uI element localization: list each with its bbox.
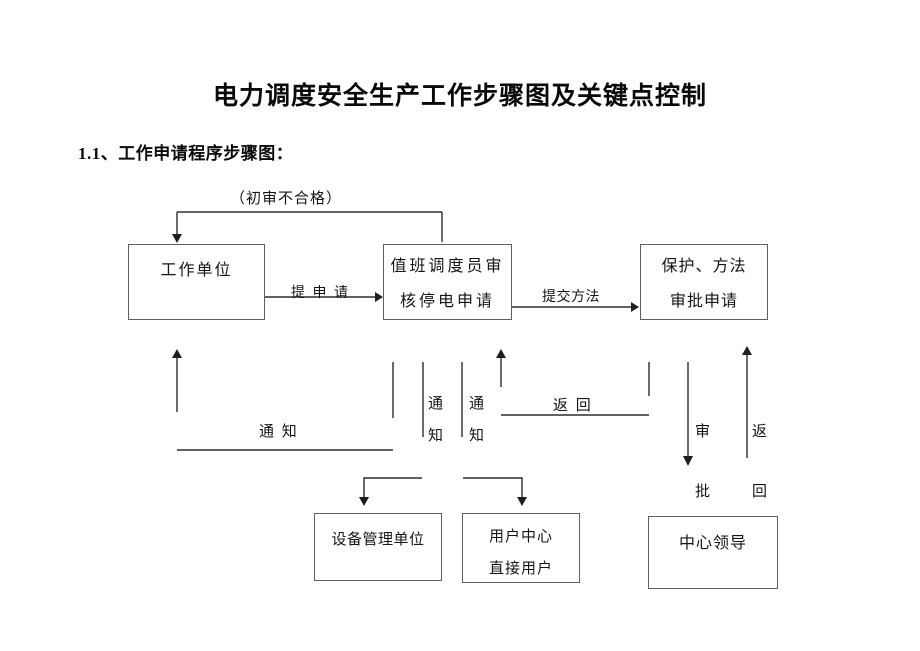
equipment-elbow-arrowhead <box>359 497 369 506</box>
node-protection-approval: 保护、方法 审批申请 <box>640 244 768 320</box>
node-protection-line2: 审批申请 <box>669 293 738 310</box>
node-equipment-unit: 设备管理单位 <box>314 513 442 581</box>
label-initial-review-fail: （初审不合格） <box>229 191 342 207</box>
label-submit-application: 提 申 请 <box>291 286 350 301</box>
label-approve-vertical: 审 批 <box>695 424 711 500</box>
node-work-unit: 工作单位 <box>128 244 265 320</box>
page-title: 电力调度安全生产工作步骤图及关键点控制 <box>212 82 707 110</box>
node-center-leader: 中心领导 <box>648 516 778 589</box>
node-dispatcher-line1: 值班调度员审 <box>390 258 505 275</box>
node-equipment-unit-label: 设备管理单位 <box>331 532 425 548</box>
label-notify-horizontal: 通 知 <box>259 424 299 440</box>
node-protection-line1: 保护、方法 <box>661 258 747 275</box>
feedback-arrowhead <box>172 234 182 243</box>
label-notify-vertical-2: 通 知 <box>469 396 485 444</box>
node-user-center-line2: 直接用户 <box>488 561 553 577</box>
label-return-vertical: 返 回 <box>752 424 768 500</box>
node-dispatcher: 值班调度员审 核停电申请 <box>383 244 512 320</box>
equipment-elbow-line <box>363 477 422 499</box>
section-heading: 1.1、工作申请程序步骤图： <box>78 144 294 163</box>
node-work-unit-label: 工作单位 <box>160 262 233 279</box>
label-submit-method: 提交方法 <box>542 290 600 305</box>
node-user-center: 用户中心 直接用户 <box>462 513 580 583</box>
submit-method-arrowhead <box>631 302 639 312</box>
notify-up-arrowhead <box>172 349 182 358</box>
return-up-arrowhead <box>496 349 506 358</box>
user-center-elbow-arrowhead <box>517 497 527 506</box>
approve-down-arrowhead <box>683 456 693 466</box>
label-return-horizontal: 返 回 <box>553 398 593 414</box>
leader-return-arrowhead <box>742 346 752 355</box>
submit-application-arrowhead <box>375 292 383 302</box>
user-center-elbow-line <box>463 477 523 499</box>
node-dispatcher-line2: 核停电申请 <box>399 293 495 310</box>
label-notify-vertical-1: 通 知 <box>428 396 444 444</box>
node-center-leader-label: 中心领导 <box>678 535 747 552</box>
node-user-center-line1: 用户中心 <box>488 529 553 545</box>
